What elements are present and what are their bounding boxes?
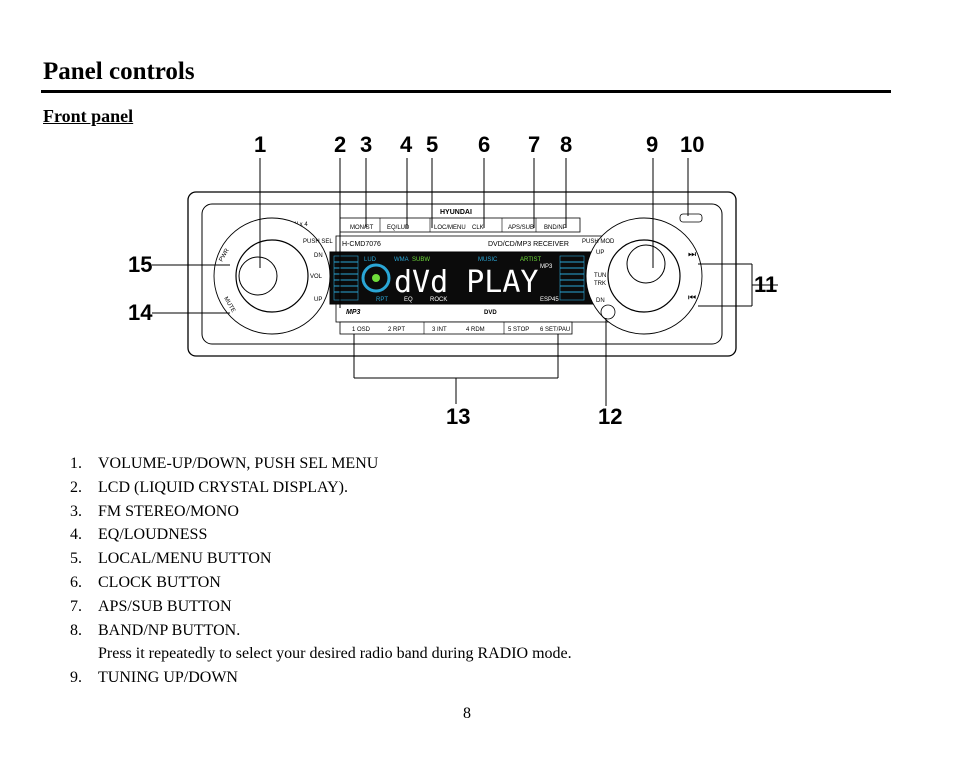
callout-6: 6 (478, 132, 490, 157)
icon-esp: ESP45 (540, 297, 559, 303)
list-item: 5.LOCAL/MENU BUTTON (70, 550, 272, 568)
front-panel-figure: MON/ST EQ/LUD LOC/MENU CLK APS/SUB BND/N… (128, 128, 802, 429)
brand-logo: HYUNDAI (440, 209, 472, 216)
icon-music: MUSIC (478, 257, 498, 263)
volume-knob-cap (238, 256, 278, 296)
next-track-icon: ⏭ (688, 250, 696, 260)
tun-label: TUN (594, 273, 606, 279)
callout-14: 14 (128, 300, 153, 325)
vol-label: VOL (310, 274, 323, 280)
leader-lines (152, 158, 778, 406)
btn-mon-st: MON/ST (350, 225, 374, 231)
heading-rule (41, 90, 891, 93)
display-text: dVd PLAY (394, 265, 539, 300)
page-title: Panel controls (43, 58, 195, 85)
receiver-label: DVD/CD/MP3 RECEIVER (488, 241, 569, 248)
prev-track-icon: ⏮ (688, 293, 696, 303)
eject-button (679, 213, 703, 223)
ir-sensor (600, 304, 616, 320)
tun-dn-label: DN (596, 298, 605, 304)
page-number: 8 (463, 705, 471, 722)
callout-1: 1 (254, 132, 266, 157)
logo-dvd: DVD (484, 310, 497, 316)
list-item: 2.LCD (LIQUID CRYSTAL DISPLAY). (70, 478, 348, 496)
btn-stop: 5 STOP (508, 327, 529, 333)
list-item: 8.BAND/NP BUTTON. (70, 621, 241, 639)
tun-up-label: UP (596, 250, 604, 256)
callout-3: 3 (360, 132, 372, 157)
callout-8: 8 (560, 132, 572, 157)
vol-up-label: UP (314, 297, 322, 303)
btn-int: 3 INT (432, 327, 447, 333)
logo-mp3: MP3 (346, 309, 361, 316)
callout-4: 4 (400, 132, 413, 157)
left-level-meter (333, 255, 359, 301)
callout-2: 2 (334, 132, 346, 157)
callout-7: 7 (528, 132, 540, 157)
bottom-button-strip (339, 321, 573, 335)
btn-bnd-np: BND/NP (544, 225, 567, 231)
btn-rpt: 2 RPT (388, 327, 405, 333)
lcd-display (329, 251, 611, 305)
tuning-knob-cap (626, 244, 666, 284)
list-item: 6.CLOCK BUTTON (70, 573, 221, 591)
icon-mp3: MP3 (540, 264, 553, 270)
callout-10: 10 (680, 132, 704, 157)
icon-rock: ROCK (430, 297, 447, 303)
btn-osd: 1 OSD (352, 327, 371, 333)
icon-wma: WMA (394, 257, 409, 263)
callout-5: 5 (426, 132, 438, 157)
callout-9: 9 (646, 132, 658, 157)
disc-icon (361, 263, 391, 293)
callout-13: 13 (446, 404, 470, 429)
btn-set-pau: 6 SET/PAU (540, 327, 570, 333)
icon-lud: LUD (364, 257, 377, 263)
trk-label: TRK (594, 281, 606, 287)
push-mod-label: PUSH MOD (582, 239, 615, 245)
vol-dn-label: DN (314, 253, 323, 259)
icon-rpt: RPT (376, 297, 388, 303)
list-item: 4.EQ/LOUDNESS (70, 526, 208, 544)
list-item-note: Press it repeatedly to select your desir… (98, 645, 572, 663)
controls-list: 1.VOLUME-UP/DOWN, PUSH SEL MENU 2.LCD (L… (70, 452, 572, 690)
list-item: 9.TUNING UP/DOWN (70, 669, 238, 687)
btn-eq-lud: EQ/LUD (387, 225, 410, 231)
icon-eq: EQ (404, 297, 413, 303)
disc-center-icon (372, 274, 380, 282)
btn-aps-sub: APS/SUB (508, 225, 534, 231)
push-sel-label: PUSH SEL (303, 239, 333, 245)
btn-rdm: 4 RDM (466, 327, 485, 333)
right-level-meter (559, 255, 585, 301)
icon-artist: ARTIST (520, 257, 542, 263)
front-panel-diagram: MON/ST EQ/LUD LOC/MENU CLK APS/SUB BND/N… (128, 132, 778, 429)
section-subtitle: Front panel (43, 106, 134, 126)
list-item: 7.APS/SUB BUTTON (70, 597, 232, 615)
list-item: 3.FM STEREO/MONO (70, 502, 239, 520)
btn-loc-menu: LOC/MENU (434, 225, 466, 231)
callout-15: 15 (128, 252, 152, 277)
btn-clk: CLK (472, 225, 484, 231)
list-item: 1.VOLUME-UP/DOWN, PUSH SEL MENU (70, 455, 379, 472)
callout-12: 12 (598, 404, 622, 429)
icon-subw: SUBW (412, 257, 430, 263)
model-label: H-CMD7076 (342, 241, 381, 248)
